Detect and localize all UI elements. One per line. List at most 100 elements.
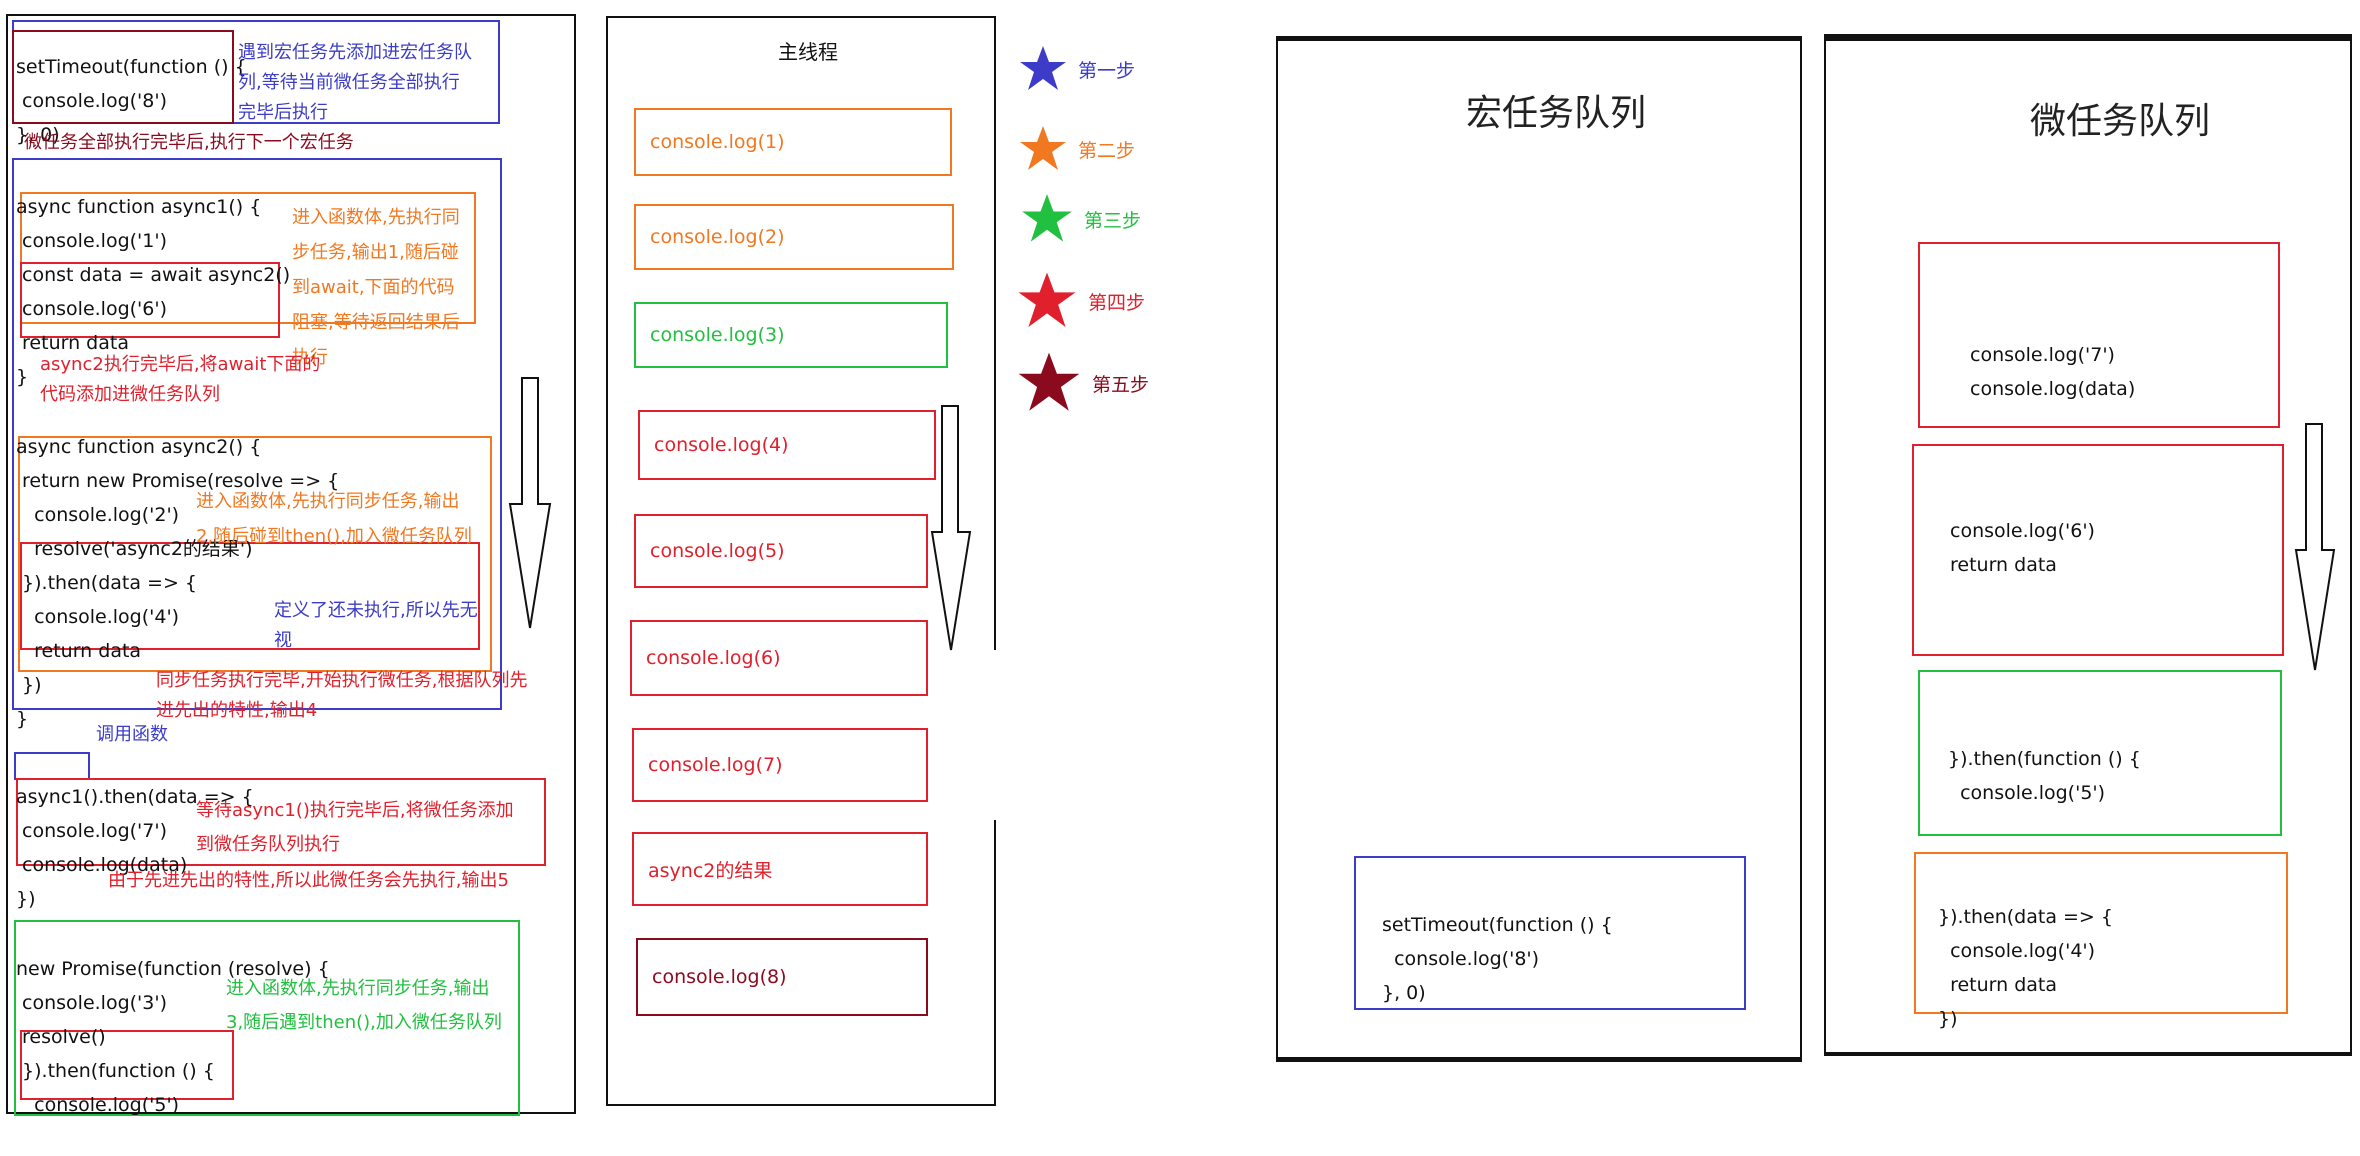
macro-queue-title: 宏任务队列 (1466, 93, 1647, 134)
down-arrow-icon (930, 405, 972, 651)
async-block-outline (12, 158, 502, 710)
code-line: async function async2() { (16, 436, 262, 458)
micro-queue-item-code: }).then(data => { console.log('4') retur… (1938, 866, 2113, 1070)
micro-queue-item-code: }).then(function () { console.log('5') (1948, 708, 2141, 844)
code-line: setTimeout(function () { (1382, 914, 1613, 936)
micro-queue-item-code: console.log('7') console.log(data) (1970, 304, 2135, 440)
micro-queue-item (1912, 444, 2284, 656)
code-line: console.log('8') (16, 90, 168, 112)
code-line: console.log('1') (16, 230, 168, 252)
code-line: const data = await async2() (16, 264, 291, 286)
micro-queue-item (1918, 242, 2280, 428)
code-line: setTimeout(function () { (16, 56, 247, 78)
fifo-note: 由于先进先出的特性,所以此微任务会先执行,输出5 (108, 870, 509, 891)
micro-queue-item-code: console.log('6') return data (1950, 480, 2095, 616)
legend-item-step4: 第四步 (1016, 270, 1145, 332)
code-line: return new Promise(resolve => { (16, 470, 340, 492)
legend-label: 第四步 (1088, 291, 1146, 314)
legend-label: 第五步 (1092, 373, 1150, 396)
async2-then-outline (20, 542, 480, 650)
step-box: console.log(7) (632, 728, 928, 802)
code-line: console.log('6') (1950, 520, 2095, 542)
down-arrow-icon (2294, 423, 2336, 671)
step-box: console.log(1) (634, 108, 952, 176)
micro-queue-item (1918, 670, 2282, 836)
code-line: console.log('5') (16, 1094, 180, 1116)
code-line: console.log('6') (16, 298, 168, 320)
main-thread-title: 主线程 (778, 40, 838, 64)
code-line: }).then(data => { (1938, 906, 2113, 928)
star-icon (1018, 272, 1076, 328)
code-line: console.log('4') (16, 606, 180, 628)
star-icon (1020, 46, 1066, 90)
star-icon (1018, 352, 1080, 411)
code-line: async function async1() { (16, 196, 262, 218)
async2-body-outline (18, 436, 492, 672)
legend-label: 第三步 (1084, 209, 1142, 232)
code-line: console.log('5') (1948, 782, 2106, 804)
promise-code: new Promise(function (resolve) { console… (16, 918, 330, 1156)
code-line: }, 0) (16, 124, 60, 146)
code-line: console.log(data) (1970, 378, 2136, 400)
legend-item-step3: 第三步 (1020, 192, 1141, 246)
star-icon (1022, 194, 1072, 242)
code-line: return data (1938, 974, 2058, 996)
code-line: }).then(function () { (1948, 748, 2141, 770)
code-line: }).then(data => { (16, 572, 198, 594)
code-line: }, 0) (1382, 982, 1426, 1004)
macro-queue-item-code: setTimeout(function () { console.log('8'… (1382, 874, 1613, 1044)
code-line: return data (1950, 554, 2057, 576)
code-line: console.log('7') (16, 820, 168, 842)
code-line: resolve('async2的结果') (16, 538, 253, 560)
micro-queue-item (1914, 852, 2288, 1014)
settimeout-inner-outline (12, 30, 234, 124)
star-icon (1020, 126, 1066, 170)
async1-then-outline (16, 778, 546, 866)
promise-note: 进入函数体,先执行同步任务,输出3,随后遇到then(),加入微任务队列 (226, 978, 502, 1033)
code-line: return data (16, 640, 142, 662)
macro-queue-panel (1276, 36, 1802, 1062)
code-panel (6, 14, 576, 1114)
code-line: return data (16, 332, 129, 354)
async2-note: 进入函数体,先执行同步任务,输出2,随后碰到then(),加入微任务队列 (196, 491, 472, 547)
micro-queue-title: 微任务队列 (2030, 101, 2211, 142)
code-line: console.log('7') (1970, 344, 2115, 366)
code-line: resolve() (16, 1026, 106, 1048)
step-box: console.log(5) (634, 514, 928, 588)
code-line: console.log(data) (16, 854, 188, 876)
down-arrow-icon (508, 377, 552, 629)
sync-done-note: 同步任务执行完毕,开始执行微任务,根据队列先进先出的特性,输出4 (156, 670, 528, 721)
call-code: async1().then(data => { console.log('7')… (16, 746, 254, 950)
code-line: console.log('4') (1938, 940, 2096, 962)
legend-item-step5: 第五步 (1016, 350, 1149, 416)
code-line: console.log('8') (1382, 948, 1540, 970)
async1-await-outline (20, 262, 280, 338)
async1-body-outline (20, 192, 476, 324)
legend-item-step2: 第二步 (1018, 124, 1135, 174)
step-box: console.log(6) (630, 620, 928, 696)
code-line: } (16, 366, 29, 388)
step-box: console.log(2) (634, 204, 954, 270)
code-line: } (16, 708, 29, 730)
code-line: }) (16, 888, 36, 910)
async1-note: 进入函数体,先执行同步任务,输出1,随后碰到await,下面的代码阻塞,等待返回… (292, 207, 460, 368)
legend-label: 第二步 (1078, 139, 1136, 162)
code-line: console.log('2') (16, 504, 180, 526)
step-box: console.log(4) (638, 410, 936, 480)
micro-queue-panel (1824, 34, 2352, 1056)
code-line: new Promise(function (resolve) { (16, 958, 330, 980)
promise-then-outline (20, 1030, 234, 1100)
step-box: console.log(3) (634, 302, 948, 368)
settimeout-code: setTimeout(function () { console.log('8'… (16, 16, 247, 186)
main-thread-panel (606, 16, 996, 1106)
defined-note: 定义了还未执行,所以先无视 (274, 600, 478, 651)
legend-label: 第一步 (1078, 59, 1136, 82)
async1-code: async function async1() { console.log('1… (16, 156, 290, 428)
call-note: 调用函数 (96, 724, 168, 745)
step-box: async2的结果 (632, 832, 928, 906)
macro-note: 遇到宏任务先添加进宏任务队列,等待当前微任务全部执行完毕后执行 (238, 42, 472, 123)
async2-done-note: async2执行完毕后,将await下面的代码添加进微任务队列 (40, 354, 321, 405)
promise-outline (14, 920, 520, 1116)
border-gap (986, 650, 1006, 820)
legend-item-step1: 第一步 (1018, 44, 1135, 94)
